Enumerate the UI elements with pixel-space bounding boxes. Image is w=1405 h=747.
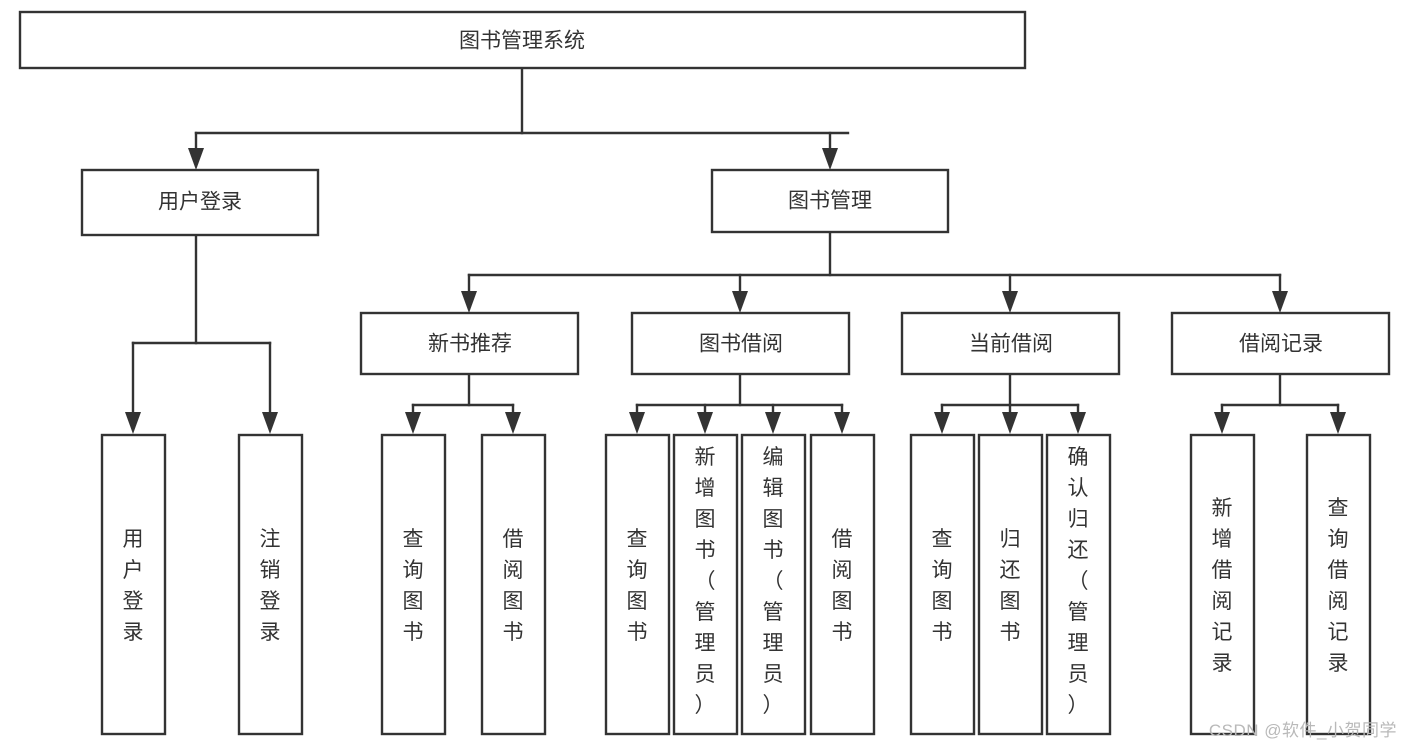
node-current-borrow[interactable]: 当前借阅 bbox=[900, 311, 1121, 376]
node-leaf-add-book-box[interactable] bbox=[672, 433, 739, 736]
node-leaf-query-record-label: 查询借阅记录 bbox=[1328, 497, 1349, 675]
node-leaf-logout-label: 注销登录 bbox=[260, 528, 281, 644]
node-new-book-rec-label: 新书推荐 bbox=[428, 333, 512, 356]
node-leaf-query-book-1[interactable]: 查询图书 bbox=[380, 433, 447, 736]
node-book-borrow-label: 图书借阅 bbox=[699, 333, 783, 356]
arrow-to-user-login bbox=[188, 148, 204, 170]
node-leaf-return-book-box[interactable] bbox=[977, 433, 1044, 736]
node-leaf-user-login-box[interactable] bbox=[100, 433, 167, 736]
node-leaf-return-book-label: 归还图书 bbox=[1000, 528, 1021, 644]
arrow-leaf-user-login bbox=[125, 412, 141, 434]
node-leaf-add-record-label: 新增借阅记录 bbox=[1212, 497, 1233, 675]
node-leaf-query-book-3[interactable]: 查询图书 bbox=[909, 433, 976, 736]
node-leaf-logout[interactable]: 注销登录 bbox=[237, 433, 304, 736]
node-leaf-borrow-book-2-box[interactable] bbox=[809, 433, 876, 736]
node-leaf-edit-book[interactable]: 编辑图书（管理员） bbox=[740, 433, 807, 736]
node-leaf-query-book-1-label: 查询图书 bbox=[403, 528, 424, 644]
node-book-manage-box[interactable] bbox=[710, 168, 950, 234]
arrow-leaf-add-record bbox=[1214, 412, 1230, 434]
node-borrow-record-label: 借阅记录 bbox=[1239, 333, 1323, 356]
node-leaf-query-book-2-label: 查询图书 bbox=[627, 528, 648, 644]
node-leaf-user-login[interactable]: 用户登录 bbox=[100, 433, 167, 736]
node-leaf-add-record-box[interactable] bbox=[1189, 433, 1256, 736]
node-leaf-add-book[interactable]: 新增图书（管理员） bbox=[672, 433, 739, 736]
arrow-leaf-add-book bbox=[697, 412, 713, 434]
node-root[interactable]: 图书管理系统 bbox=[18, 10, 1027, 70]
node-leaf-confirm-return[interactable]: 确认归还（管理员） bbox=[1045, 433, 1112, 736]
node-leaf-confirm-return-label: 确认归还（管理员） bbox=[1068, 446, 1089, 717]
arrow-to-book-borrow bbox=[732, 291, 748, 313]
node-book-manage[interactable]: 图书管理 bbox=[710, 168, 950, 234]
arrow-leaf-borrow-book-1 bbox=[505, 412, 521, 434]
arrow-to-new-book-rec bbox=[461, 291, 477, 313]
node-new-book-rec[interactable]: 新书推荐 bbox=[359, 311, 580, 376]
node-leaf-query-book-1-box[interactable] bbox=[380, 433, 447, 736]
node-leaf-borrow-book-1[interactable]: 借阅图书 bbox=[480, 433, 547, 736]
node-leaf-query-record-box[interactable] bbox=[1305, 433, 1372, 736]
arrow-to-book-manage bbox=[822, 148, 838, 170]
node-root-label: 图书管理系统 bbox=[459, 30, 585, 53]
node-leaf-borrow-book-2[interactable]: 借阅图书 bbox=[809, 433, 876, 736]
edge-layer bbox=[125, 66, 1346, 434]
node-leaf-return-book[interactable]: 归还图书 bbox=[977, 433, 1044, 736]
node-user-login[interactable]: 用户登录 bbox=[80, 168, 320, 237]
arrow-leaf-query-book-2 bbox=[629, 412, 645, 434]
node-leaf-query-book-3-label: 查询图书 bbox=[932, 528, 953, 644]
node-current-borrow-box[interactable] bbox=[900, 311, 1121, 376]
node-leaf-query-book-3-box[interactable] bbox=[909, 433, 976, 736]
arrow-leaf-borrow-book-2 bbox=[834, 412, 850, 434]
node-book-manage-label: 图书管理 bbox=[788, 190, 872, 213]
arrow-to-current-borrow bbox=[1002, 291, 1018, 313]
arrow-leaf-query-book-1 bbox=[405, 412, 421, 434]
node-leaf-borrow-book-1-label: 借阅图书 bbox=[503, 528, 524, 644]
node-root-box[interactable] bbox=[18, 10, 1027, 70]
arrow-leaf-confirm-return bbox=[1070, 412, 1086, 434]
arrow-leaf-query-book-3 bbox=[934, 412, 950, 434]
node-user-login-box[interactable] bbox=[80, 168, 320, 237]
node-leaf-add-record[interactable]: 新增借阅记录 bbox=[1189, 433, 1256, 736]
node-new-book-rec-box[interactable] bbox=[359, 311, 580, 376]
node-book-borrow[interactable]: 图书借阅 bbox=[630, 311, 851, 376]
arrow-leaf-logout bbox=[262, 412, 278, 434]
arrow-leaf-edit-book bbox=[765, 412, 781, 434]
node-leaf-add-book-label: 新增图书（管理员） bbox=[695, 446, 716, 717]
node-leaf-edit-book-box[interactable] bbox=[740, 433, 807, 736]
node-leaf-confirm-return-box[interactable] bbox=[1045, 433, 1112, 736]
node-leaf-query-record[interactable]: 查询借阅记录 bbox=[1305, 433, 1372, 736]
node-current-borrow-label: 当前借阅 bbox=[969, 333, 1053, 356]
node-leaf-user-login-label: 用户登录 bbox=[123, 528, 144, 644]
arrow-to-borrow-record bbox=[1272, 291, 1288, 313]
node-leaf-query-book-2[interactable]: 查询图书 bbox=[604, 433, 671, 736]
node-borrow-record-box[interactable] bbox=[1170, 311, 1391, 376]
node-book-borrow-box[interactable] bbox=[630, 311, 851, 376]
node-leaf-query-book-2-box[interactable] bbox=[604, 433, 671, 736]
arrow-leaf-query-record bbox=[1330, 412, 1346, 434]
arrow-leaf-return-book bbox=[1002, 412, 1018, 434]
node-borrow-record[interactable]: 借阅记录 bbox=[1170, 311, 1391, 376]
node-leaf-edit-book-label: 编辑图书（管理员） bbox=[763, 446, 784, 717]
node-leaf-logout-box[interactable] bbox=[237, 433, 304, 736]
node-leaf-borrow-book-1-box[interactable] bbox=[480, 433, 547, 736]
node-leaf-borrow-book-2-label: 借阅图书 bbox=[832, 528, 853, 644]
node-user-login-label: 用户登录 bbox=[158, 191, 242, 214]
